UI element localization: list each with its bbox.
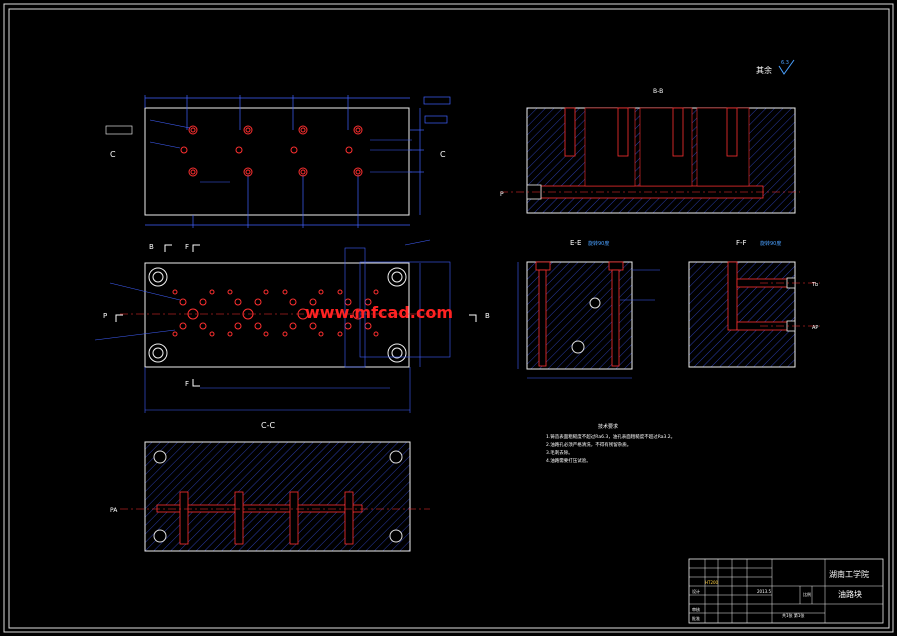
svg-text:C: C — [440, 150, 446, 159]
svg-text:6.3: 6.3 — [781, 60, 789, 66]
svg-text:1.铸造表面粗糙度不超过Ra6.3，油孔表面粗糙度不超过Ra: 1.铸造表面粗糙度不超过Ra6.3，油孔表面粗糙度不超过Ra3.2。 — [546, 433, 675, 440]
front-view: B F P B F www.mfcad.com C-C — [94, 239, 490, 430]
svg-text:设计: 设计 — [692, 588, 700, 594]
svg-text:E-E: E-E — [570, 239, 581, 247]
section-e-e: E-E 旋转90度 — [517, 239, 660, 379]
svg-text:4.油路需要打压试验。: 4.油路需要打压试验。 — [546, 457, 591, 464]
svg-text:P: P — [500, 191, 504, 198]
svg-text:F: F — [185, 243, 189, 251]
svg-text:技术要求: 技术要求 — [598, 423, 618, 430]
svg-text:Tb: Tb — [811, 282, 818, 288]
svg-text:HT200: HT200 — [705, 580, 719, 585]
svg-text:F: F — [185, 380, 189, 388]
technical-requirements: 技术要求 1.铸造表面粗糙度不超过Ra6.3，油孔表面粗糙度不超过Ra3.2。 … — [546, 423, 675, 464]
title-block: 湖南工学院 油路块 比例 共1张 第1张 HT200 设计 审核 批准 2013… — [688, 558, 884, 624]
svg-text:比例: 比例 — [803, 591, 811, 597]
svg-text:旋转90度: 旋转90度 — [588, 240, 609, 247]
svg-text:B: B — [485, 312, 490, 320]
svg-text:P: P — [103, 312, 107, 320]
school-name: 湖南工学院 — [829, 569, 869, 579]
inner-border — [8, 8, 890, 629]
svg-text:B: B — [149, 243, 154, 251]
svg-text:3.毛刺去除。: 3.毛刺去除。 — [546, 449, 573, 456]
svg-text:审核: 审核 — [692, 606, 700, 612]
section-c-c: PA — [110, 441, 430, 552]
svg-text:C-C: C-C — [261, 421, 275, 430]
svg-text:AP: AP — [812, 325, 818, 331]
svg-text:旋转90度: 旋转90度 — [760, 240, 781, 247]
roughness-symbol: 其余 6.3 — [756, 59, 795, 75]
part-name: 油路块 — [838, 589, 862, 599]
svg-text:2.油路孔必须严格清洗，不得有残留杂质。: 2.油路孔必须严格清洗，不得有残留杂质。 — [546, 441, 631, 448]
top-view: C C — [105, 95, 451, 228]
section-b-b: B-B P — [500, 88, 800, 214]
watermark-text: www.mfcad.com — [305, 303, 453, 322]
outer-border — [3, 3, 894, 633]
section-f-f: F-F 旋转90度 Tb AP — [688, 239, 820, 368]
svg-text:批准: 批准 — [692, 615, 700, 621]
svg-text:B-B: B-B — [653, 88, 663, 95]
svg-text:共1张 第1张: 共1张 第1张 — [782, 612, 804, 618]
svg-text:C: C — [110, 150, 116, 159]
svg-text:F-F: F-F — [736, 239, 747, 247]
svg-text:2013.5: 2013.5 — [757, 589, 771, 594]
svg-text:PA: PA — [110, 507, 118, 514]
roughness-note: 其余 — [756, 65, 772, 75]
top-holes — [180, 125, 363, 177]
